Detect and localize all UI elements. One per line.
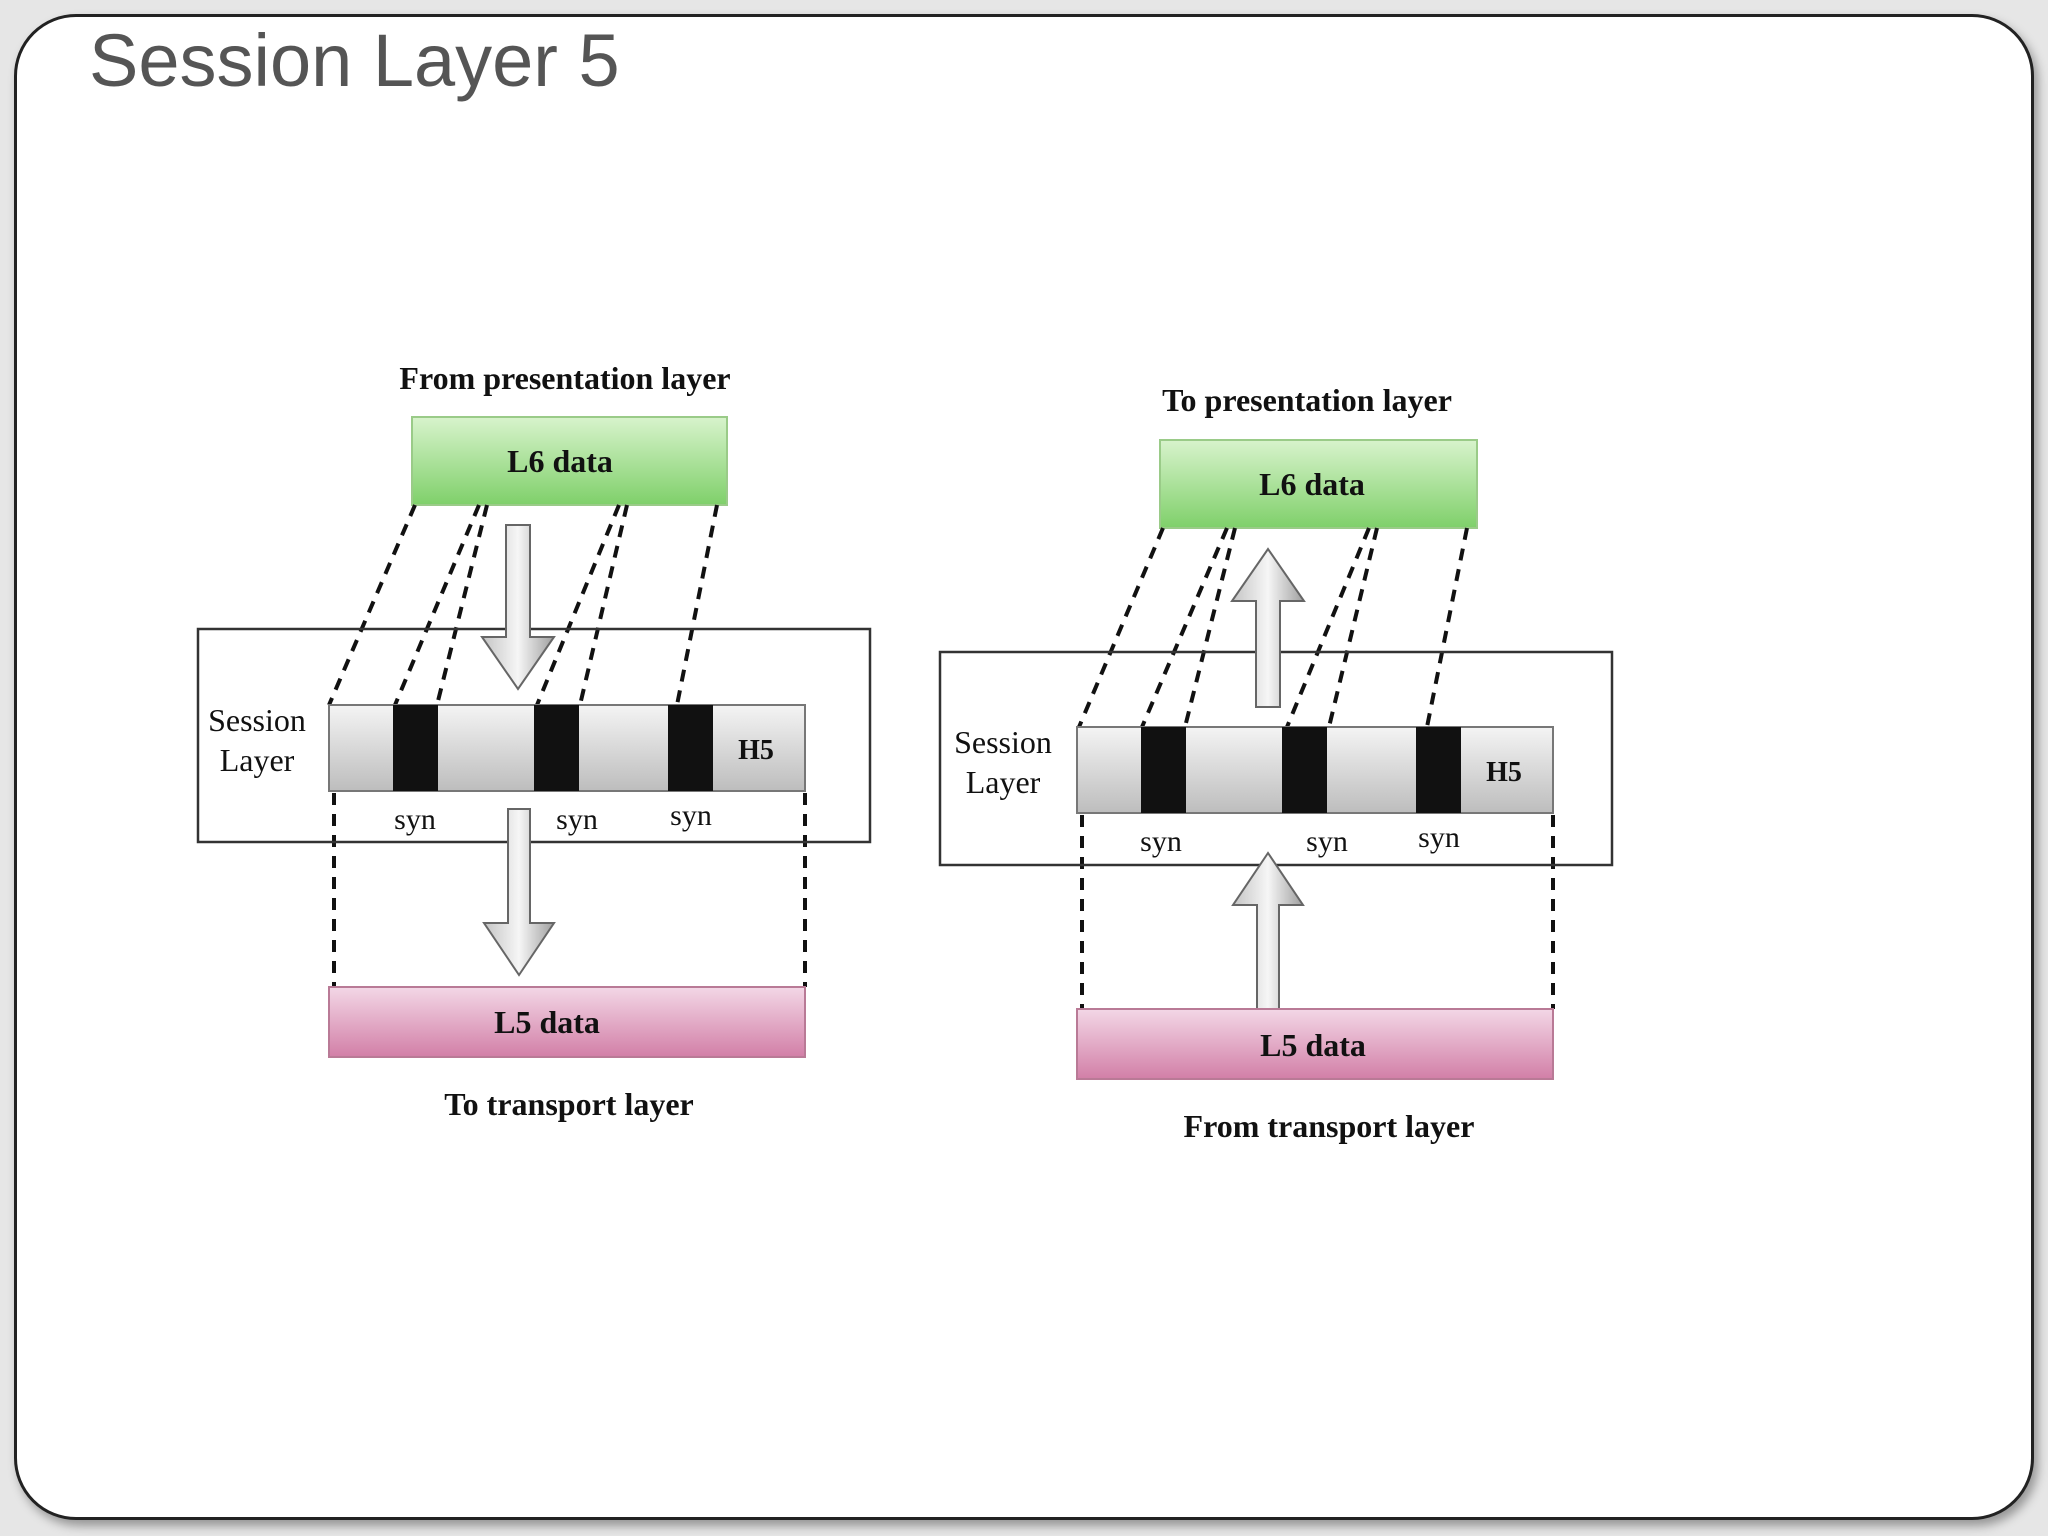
header-label: H5 [1486,757,1522,788]
session-label-line1: Session [954,724,1052,760]
diagram-receive: To presentation layer L6 data Session La… [938,382,1614,1144]
syn-block [534,705,579,791]
l6-data-box: L6 data [411,416,728,506]
syn-label: syn [670,799,712,832]
up-arrow-icon [1231,851,1305,1020]
dashed-connectors [327,504,807,987]
session-layer-frame [196,627,872,844]
l5-data-box: L5 data [1076,1008,1554,1080]
bottom-caption: From transport layer [1184,1108,1475,1144]
l6-data-box: L6 data [1159,439,1478,529]
syn-block [1282,727,1327,813]
dashed-connectors [1077,527,1555,1009]
top-caption: To presentation layer [1162,382,1452,418]
syn-label: syn [1418,821,1460,854]
session-pdu: H5 [1076,726,1554,814]
syn-label: syn [1140,825,1182,858]
bottom-caption: To transport layer [444,1086,693,1122]
syn-label: syn [1306,825,1348,858]
l6-data-label: L6 data [1259,466,1365,502]
syn-block [668,705,713,791]
l5-data-label: L5 data [1260,1027,1366,1063]
syn-block [1416,727,1461,813]
session-pdu: H5 [328,704,806,792]
session-layer-diagram: From presentation layer L6 data Session … [196,360,1614,1144]
slide: Session Layer 5 From presentation layer [14,14,2034,1520]
session-label-line2: Layer [966,764,1041,800]
syn-block [393,705,438,791]
session-label-line2: Layer [220,742,295,778]
down-arrow-icon [482,808,556,977]
top-caption: From presentation layer [399,360,730,396]
syn-block [1141,727,1186,813]
l5-data-label: L5 data [494,1004,600,1040]
l6-data-label: L6 data [507,443,613,479]
down-arrow-icon [480,524,556,691]
slide-title: Session Layer 5 [89,19,620,102]
l5-data-box: L5 data [328,986,806,1058]
syn-label: syn [394,803,436,836]
session-label-line1: Session [208,702,306,738]
header-label: H5 [738,735,774,766]
up-arrow-icon [1230,547,1306,708]
diagram-send: From presentation layer L6 data Session … [196,360,872,1122]
syn-label: syn [556,803,598,836]
